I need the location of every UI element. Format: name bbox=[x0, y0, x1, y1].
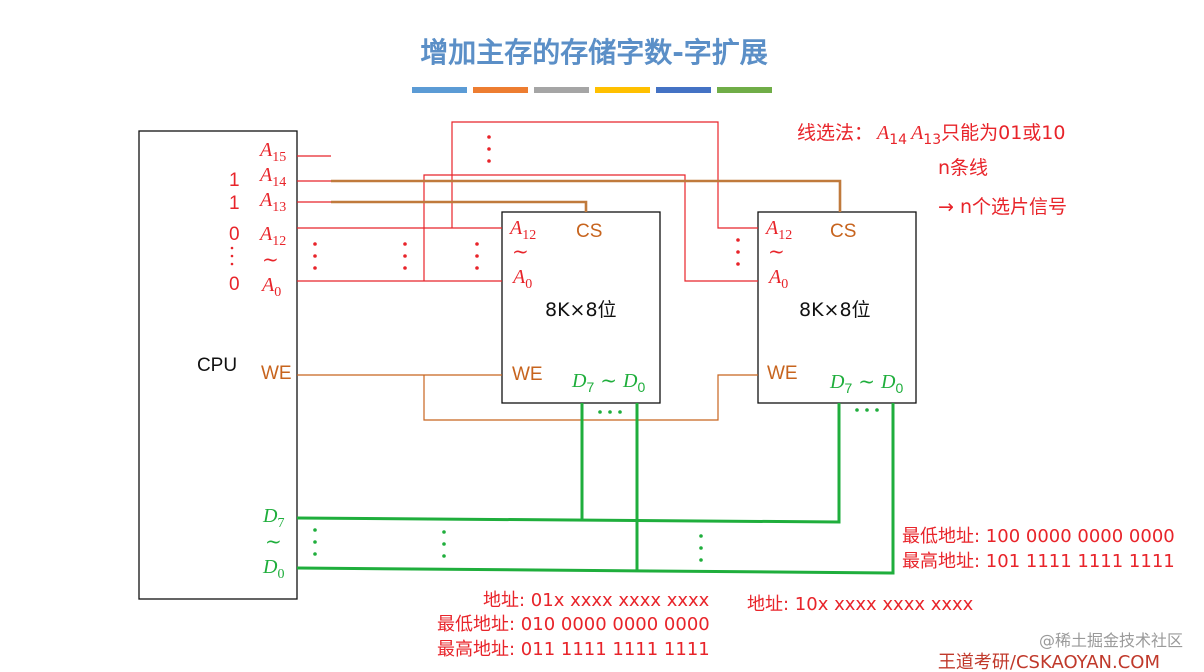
cpu-a15-label: A15 bbox=[258, 139, 286, 165]
chip2-lowest-address: 最低地址: 100 0000 0000 0000 bbox=[902, 526, 1175, 547]
we-wires bbox=[297, 374, 758, 421]
cpu-we-label: WE bbox=[261, 363, 292, 384]
chip2-address-pattern: 地址: 10x xxxx xxxx xxxx bbox=[747, 594, 974, 615]
address-wires bbox=[297, 121, 758, 282]
chip2-labels: A12 ~ A0 CS 8K×8位 WE D7~D0 bbox=[764, 217, 903, 396]
cpu-data-labels: D7 ~ D0 bbox=[262, 505, 284, 582]
watermark: @稀土掘金技术社区 bbox=[1039, 631, 1183, 650]
chip-select-wires bbox=[331, 179, 842, 212]
note-line2: n条线 bbox=[938, 157, 988, 179]
cpu-a14-label: A14 bbox=[258, 164, 286, 190]
color-bar-segment bbox=[595, 87, 650, 93]
chip2-a0-label: A0 bbox=[767, 266, 788, 292]
chip1-lowest-address: 最低地址: 010 0000 0000 0000 bbox=[437, 614, 710, 635]
chip1-we-label: WE bbox=[512, 364, 543, 385]
cpu-a0-label: A0 bbox=[260, 274, 281, 300]
chip2-address-range: 最低地址: 100 0000 0000 0000 最高地址: 101 1111 … bbox=[747, 526, 1175, 615]
cpu-a12-value: 0 bbox=[229, 224, 240, 245]
cpu-d7-label: D7 bbox=[262, 505, 284, 531]
color-bar-segment bbox=[534, 87, 589, 93]
chip1-address-range: 地址: 01x xxxx xxxx xxxx 最低地址: 010 0000 00… bbox=[437, 590, 710, 660]
chip1-addr-tilde: ~ bbox=[512, 239, 529, 263]
chip1-a0-label: A0 bbox=[511, 266, 532, 292]
chip1-highest-address: 最高地址: 011 1111 1111 1111 bbox=[437, 639, 710, 660]
chip1-cs-label: CS bbox=[576, 221, 602, 242]
note-line3: → n个选片信号 bbox=[938, 196, 1067, 218]
brand-footer: 王道考研/CSKAOYAN.COM bbox=[938, 652, 1160, 672]
cpu-data-tilde: ~ bbox=[265, 529, 282, 553]
chip2-highest-address: 最高地址: 101 1111 1111 1111 bbox=[902, 551, 1175, 572]
cpu-a14-value: 1 bbox=[229, 170, 240, 191]
chip2-capacity: 8K×8位 bbox=[799, 299, 871, 321]
cpu-a0-value: 0 bbox=[229, 274, 240, 295]
chip2-addr-tilde: ~ bbox=[768, 239, 785, 263]
data-bus-wires bbox=[296, 403, 895, 575]
title-color-bar bbox=[412, 87, 772, 93]
chip1-data-range: D7~D0 bbox=[571, 368, 645, 395]
chip2-data-range: D7~D0 bbox=[829, 369, 903, 396]
chip2-box bbox=[757, 211, 917, 404]
cpu-a13-label: A13 bbox=[258, 189, 286, 215]
color-bar-segment bbox=[473, 87, 528, 93]
cpu-address-labels: A15 A14 A13 A12 ~ A0 1 1 0 0 bbox=[229, 139, 286, 300]
chip2-cs-label: CS bbox=[830, 221, 856, 242]
page-title: 增加主存的存储字数-字扩展 bbox=[420, 36, 768, 69]
chip1-a12-label: A12 bbox=[508, 217, 536, 243]
chip1-address-pattern: 地址: 01x xxxx xxxx xxxx bbox=[483, 590, 710, 611]
cpu-addr-tilde: ~ bbox=[262, 247, 279, 271]
color-bar-segment bbox=[412, 87, 467, 93]
cpu-a13-value: 1 bbox=[229, 193, 240, 214]
ellipsis-markers bbox=[230, 135, 879, 562]
color-bar-segment bbox=[717, 87, 772, 93]
color-bar-segment bbox=[656, 87, 711, 93]
cpu-label: CPU bbox=[197, 355, 237, 376]
chip2-we-label: WE bbox=[767, 363, 798, 384]
cpu-d0-label: D0 bbox=[262, 556, 284, 582]
chip1-capacity: 8K×8位 bbox=[545, 299, 617, 321]
cpu-a12-label: A12 bbox=[258, 223, 286, 249]
chip2-a12-label: A12 bbox=[764, 217, 792, 243]
chip1-labels: A12 ~ A0 CS 8K×8位 WE D7~D0 bbox=[508, 217, 645, 395]
cpu-box bbox=[138, 130, 298, 600]
